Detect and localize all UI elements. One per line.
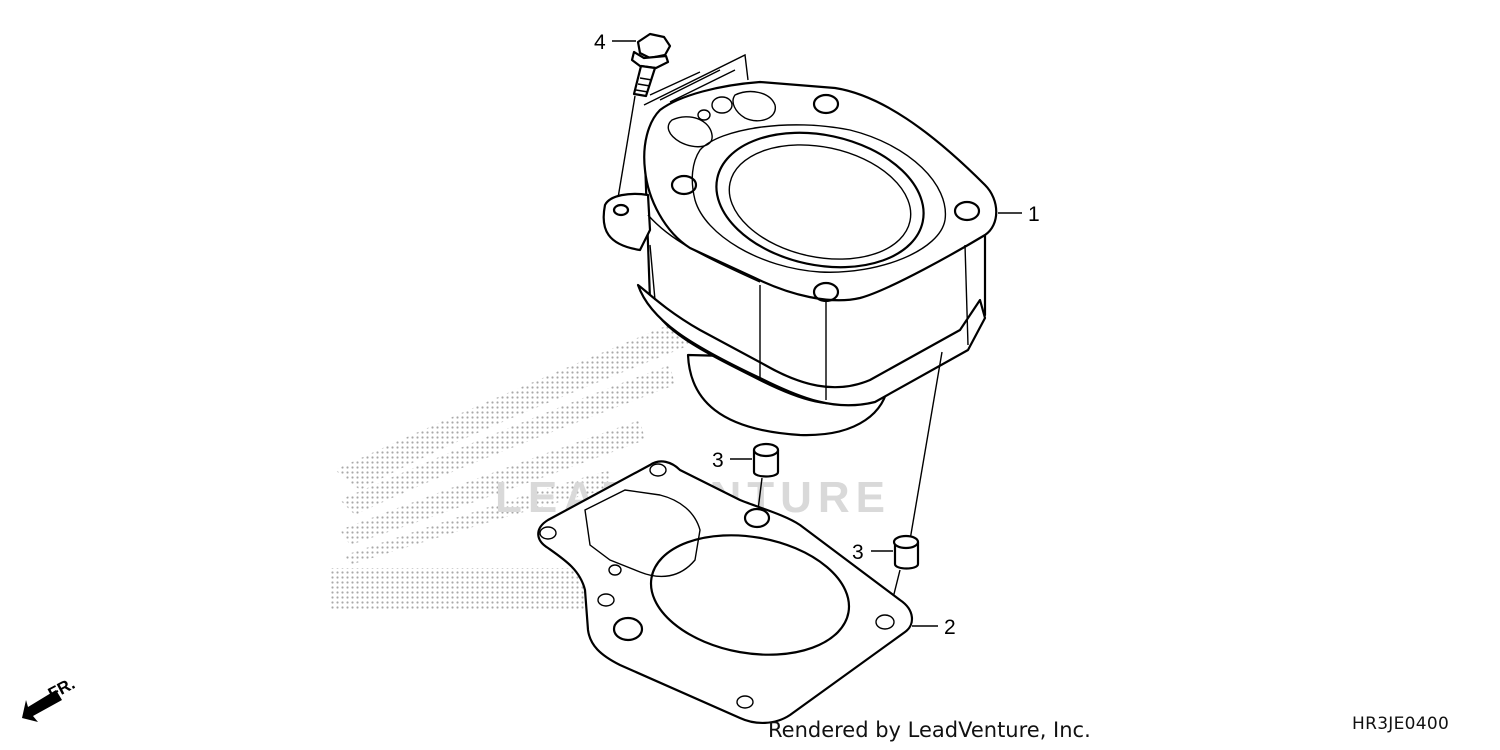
honda-wing-watermark: [335, 320, 690, 565]
cylinder-gasket-part: [537, 460, 913, 724]
cylinder-part: [602, 53, 998, 437]
callout-3-center: 3: [712, 449, 752, 472]
callout-number: 2: [944, 616, 956, 639]
dowel-pin-center: [752, 442, 780, 511]
callout-2: 2: [912, 616, 956, 639]
diagram-code: HR3JE0400: [1352, 714, 1450, 734]
guide-line-right: [909, 351, 943, 541]
flange-bolt-part: [615, 32, 672, 211]
callout-1: 1: [998, 203, 1040, 226]
front-arrow-icon: FR.: [22, 674, 78, 722]
callout-number: 3: [852, 541, 864, 564]
callout-4: 4: [594, 31, 636, 54]
callout-3-right: 3: [852, 541, 893, 564]
callout-number: 4: [594, 31, 606, 54]
render-credit: Rendered by LeadVenture, Inc.: [768, 718, 1091, 742]
callout-number: 1: [1028, 203, 1040, 226]
callout-number: 3: [712, 449, 724, 472]
